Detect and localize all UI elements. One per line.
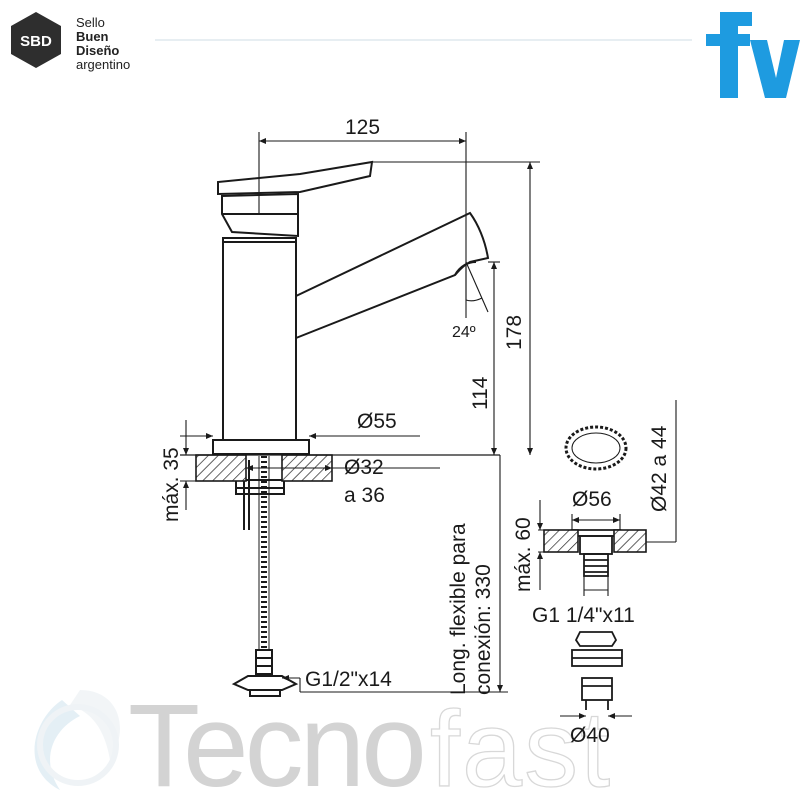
dim-drain-hole: Ø42 a 44 <box>648 425 671 512</box>
dim-total-height: 178 <box>503 315 526 350</box>
faucet-body <box>222 237 297 441</box>
drain-dimension-lines <box>537 400 677 719</box>
dim-drain-diameter: Ø56 <box>572 488 612 511</box>
dim-flex-length-1: Long. flexible para <box>447 523 470 695</box>
fv-logo <box>706 12 800 98</box>
seal-hexagon <box>11 12 61 68</box>
seal-abbr: SBD <box>20 33 52 50</box>
watermark-leaf-icon <box>34 690 120 790</box>
dim-inlet-thread: G1/2"x14 <box>305 668 392 691</box>
dim-max-deck: máx. 35 <box>160 447 183 522</box>
faucet-base <box>212 439 310 455</box>
watermark-text-main: Tecno <box>128 680 423 800</box>
drain-drawing <box>564 425 628 710</box>
dim-drain-max: máx. 60 <box>512 517 535 592</box>
faucet-lever <box>217 160 374 196</box>
dim-drain-outlet: Ø40 <box>570 724 610 747</box>
seal-line-4: argentino <box>76 57 130 72</box>
watermark: Tecno fast <box>34 680 612 800</box>
dim-drain-thread: G1 1/4"x11 <box>532 604 635 627</box>
dimension-lines <box>180 132 540 693</box>
dim-base-diameter: Ø55 <box>357 410 397 433</box>
dim-spout-height: 114 <box>469 376 492 410</box>
seal-line-1: Sello <box>76 15 105 30</box>
dim-spout-reach: 125 <box>345 116 380 139</box>
faucet-handle-cap <box>221 192 299 238</box>
watermark-text-thin: fast <box>430 688 612 800</box>
faucet-spout <box>295 211 490 339</box>
seal-logo: SBD Sello Buen Diseño argentino <box>11 12 130 72</box>
seal-line-3: Diseño <box>76 43 119 58</box>
dim-spout-angle: 24º <box>452 324 476 341</box>
drain-counter-section <box>543 529 647 553</box>
dim-hole-diameter-2: a 36 <box>344 484 385 507</box>
seal-line-2: Buen <box>76 29 109 44</box>
dim-hole-diameter-1: Ø32 <box>344 456 384 479</box>
faucet-drawing <box>212 160 490 697</box>
drain-cap <box>564 425 628 471</box>
dim-flex-length-2: conexión: 330 <box>472 564 495 695</box>
